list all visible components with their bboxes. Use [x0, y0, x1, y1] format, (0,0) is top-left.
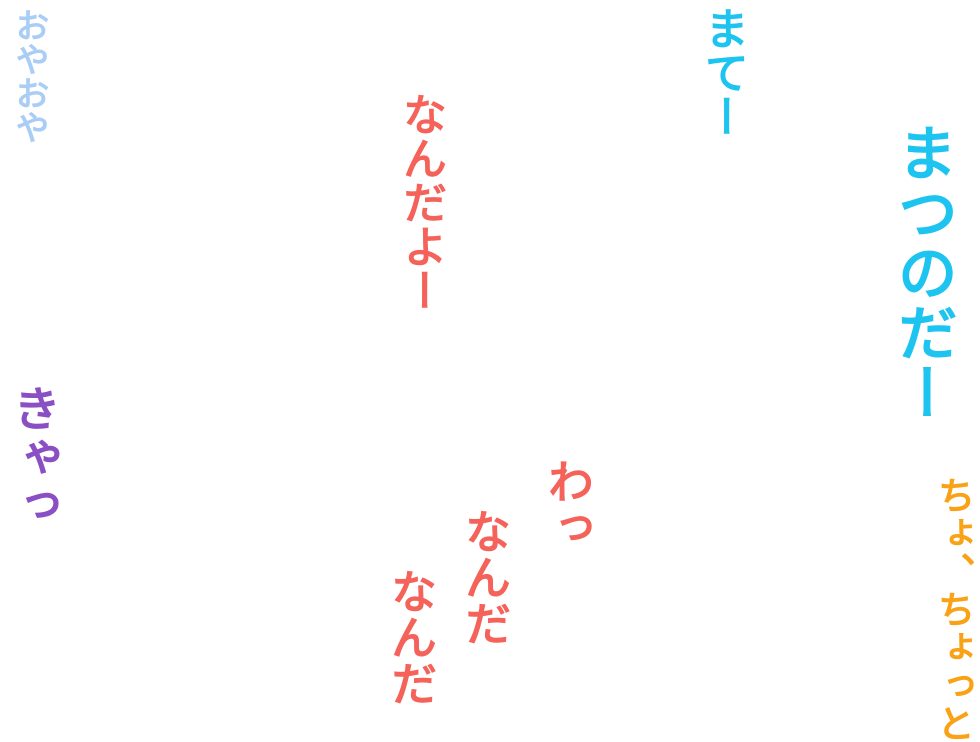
phrase-nanda-1: なんだ [458, 508, 512, 646]
phrase-nandayo: なんだよー [395, 92, 446, 312]
phrase-kyatt: きゃっ [4, 384, 60, 528]
phrase-nanda-2: なんだ [384, 568, 438, 706]
phrase-watt: わっ [541, 458, 595, 550]
phrase-chotto: ちょ、ちょっと [931, 476, 975, 742]
phrase-oyaoya: おやおや [9, 8, 49, 144]
phrase-matsu-noda: まつのだー [887, 122, 957, 422]
phrase-matee: まてー [697, 6, 748, 138]
